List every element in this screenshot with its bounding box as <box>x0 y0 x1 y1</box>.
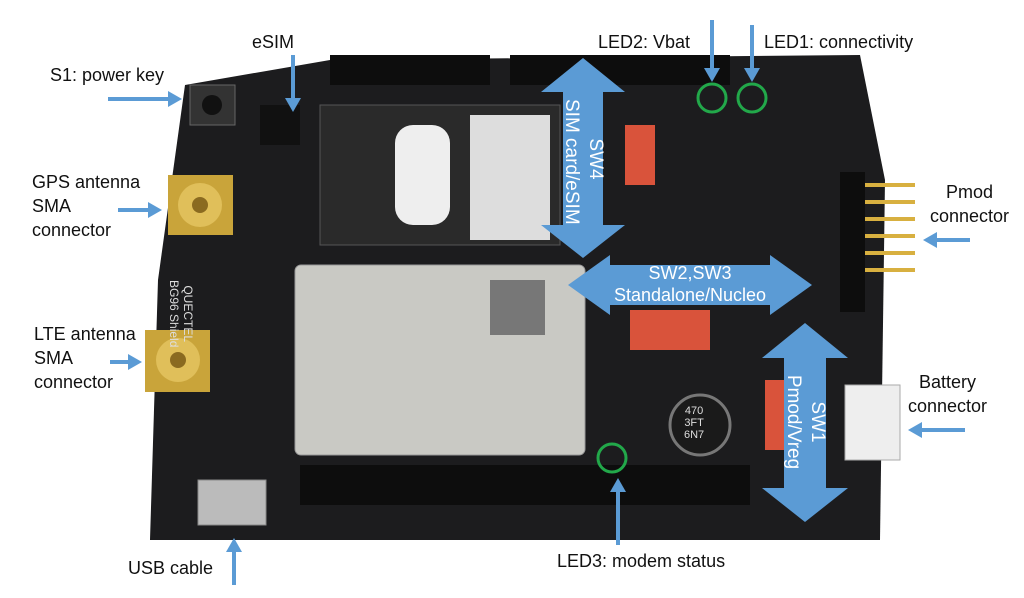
led1-indicator <box>736 82 768 114</box>
board-brand: QUECTEL <box>181 285 195 343</box>
battery-connector <box>844 384 901 461</box>
label-led2: LED2: Vbat <box>598 32 691 52</box>
sw4-label: SW4 SIM card/eSIM <box>559 99 607 225</box>
battery-line: Battery <box>919 372 977 392</box>
sw4-double-arrow <box>541 58 625 258</box>
label-power-key: S1: power key <box>50 65 165 85</box>
sw4-title: SW4 <box>585 138 606 180</box>
sim-card <box>470 115 550 240</box>
pmod-line: connector <box>930 206 1010 226</box>
pmod-line: Pmod <box>946 182 994 202</box>
sw23-title: SW2,SW3 <box>648 263 732 283</box>
label-led3: LED3: modem status <box>557 551 726 571</box>
capacitor <box>668 393 732 457</box>
sw1-label: SW1 Pmod/Vreg <box>781 372 829 472</box>
sw23-label: SW2,SW3 Standalone/Nucleo <box>600 262 780 306</box>
led2-indicator <box>696 82 728 114</box>
gps-line: GPS antenna <box>32 172 141 192</box>
power-key-button[interactable] <box>189 84 236 126</box>
label-gps: GPS antenna SMA connector <box>32 170 140 242</box>
sw1-title: SW1 <box>807 401 828 443</box>
sw2-sw3-switch <box>630 310 710 350</box>
label-lte: LTE antenna SMA connector <box>34 322 136 394</box>
sw4-desc: SIM card/eSIM <box>561 99 582 225</box>
sw1-desc: Pmod/Vreg <box>783 374 804 470</box>
board-model: BG96 Shield <box>167 280 181 348</box>
cap-line: 6N7 <box>684 429 705 441</box>
label-led1: LED1: connectivity <box>764 32 914 52</box>
board-silkscreen: QUECTEL BG96 Shield <box>167 280 195 347</box>
sw1-double-arrow <box>762 323 848 522</box>
gps-sma-connector <box>168 175 233 235</box>
esim-chip <box>260 105 300 145</box>
label-usb: USB cable <box>128 558 214 578</box>
capacitor-marking: 470 3FT 6N7 <box>684 405 704 441</box>
lte-line: SMA <box>34 348 74 368</box>
pmod-pins <box>860 183 915 272</box>
battery-line: connector <box>908 396 988 416</box>
qr-code <box>490 280 545 335</box>
lte-sma-connector <box>145 330 210 392</box>
led3-indicator <box>596 442 628 474</box>
sw23-double-arrow <box>568 255 812 315</box>
usb-connector <box>197 479 267 526</box>
lte-line: LTE antenna <box>34 324 136 344</box>
cap-line: 3FT <box>684 417 704 429</box>
sim-slot <box>395 125 450 225</box>
label-pmod: Pmod connector <box>930 180 1009 228</box>
gps-line: connector <box>32 220 112 240</box>
lte-line: connector <box>34 372 114 392</box>
cap-line: 470 <box>684 405 704 417</box>
label-battery: Battery connector <box>908 370 987 418</box>
header-top-left <box>330 55 490 85</box>
sw23-desc: Standalone/Nucleo <box>613 285 767 305</box>
header-bottom <box>300 465 750 505</box>
header-top-right <box>510 55 730 85</box>
sw4-switch <box>625 125 655 185</box>
label-esim: eSIM <box>252 32 295 52</box>
gps-line: SMA <box>32 196 72 216</box>
